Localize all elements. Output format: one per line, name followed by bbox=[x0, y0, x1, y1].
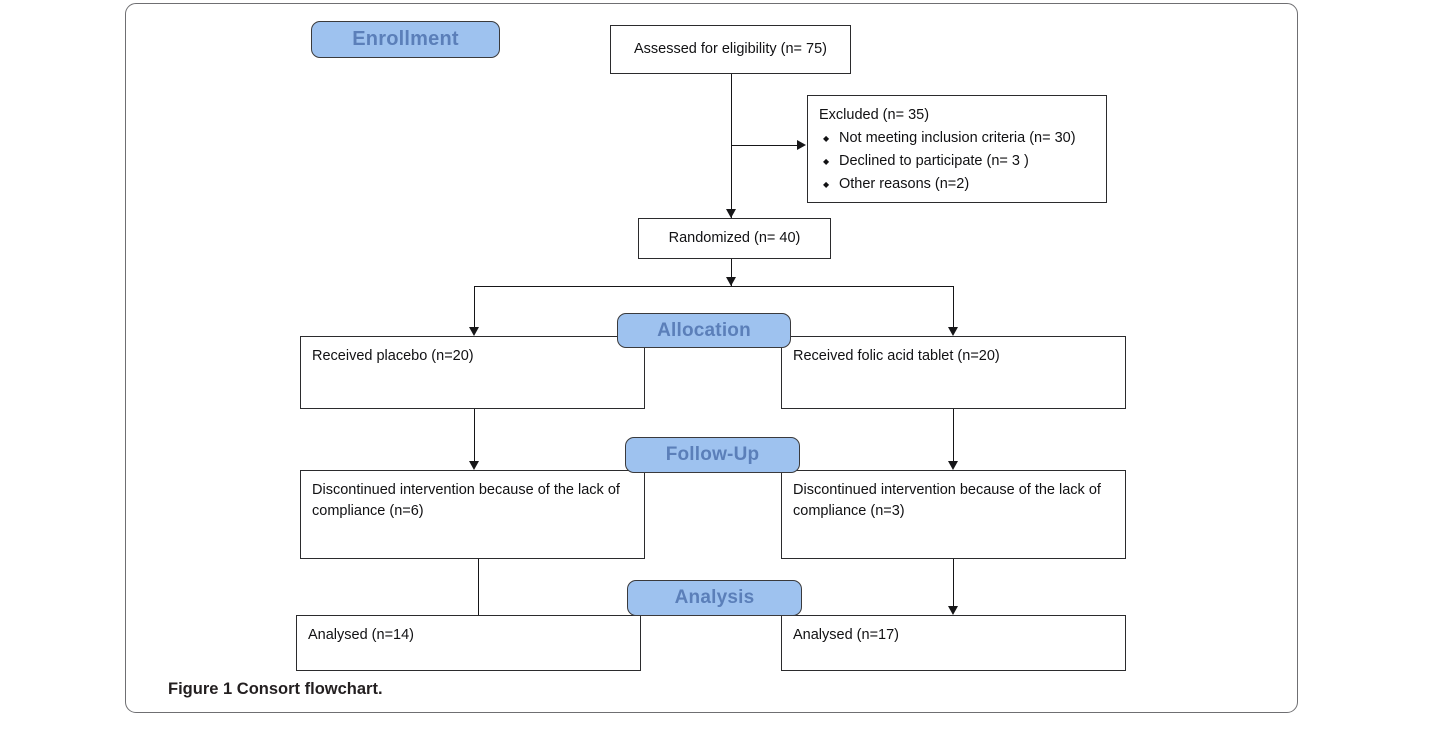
connector-allocation-left-to-followup-left bbox=[474, 409, 475, 461]
arrowhead-into-followup-left bbox=[468, 461, 479, 470]
node-allocation-folic-acid: Received folic acid tablet (n=20) bbox=[781, 336, 1126, 409]
arrowhead-into-allocation-right bbox=[947, 327, 958, 336]
connector-followup-right-to-analysis-right bbox=[953, 559, 954, 606]
node-analysis-placebo: Analysed (n=14) bbox=[296, 615, 641, 671]
stage-label-allocation: Allocation bbox=[617, 313, 791, 348]
node-followup-placebo: Discontinued intervention because of the… bbox=[300, 470, 645, 559]
excluded-reasons-list: Not meeting inclusion criteria (n= 30) D… bbox=[819, 128, 1095, 195]
arrowhead-randomized-split bbox=[725, 277, 736, 286]
connector-randomized-stem bbox=[731, 259, 732, 286]
node-allocation-folic-acid-label: Received folic acid tablet (n=20) bbox=[793, 348, 1000, 364]
node-excluded-title: Excluded (n= 35) bbox=[819, 107, 930, 123]
node-randomized-label: Randomized (n= 40) bbox=[668, 229, 801, 246]
arrowhead-into-excluded bbox=[797, 139, 806, 150]
node-analysis-folic-acid-label: Analysed (n=17) bbox=[793, 627, 899, 643]
connector-trunk-to-excluded bbox=[731, 145, 797, 146]
connector-allocation-right-to-followup-right bbox=[953, 409, 954, 461]
stage-label-enrollment: Enrollment bbox=[311, 21, 500, 58]
node-allocation-placebo: Received placebo (n=20) bbox=[300, 336, 645, 409]
figure-caption-text: Consort flowchart. bbox=[236, 680, 383, 698]
connector-allocation-split-bar bbox=[474, 286, 953, 287]
node-analysis-placebo-label: Analysed (n=14) bbox=[308, 627, 414, 643]
arrowhead-into-followup-right bbox=[947, 461, 958, 470]
node-followup-placebo-label: Discontinued intervention because of the… bbox=[312, 482, 620, 520]
figure-caption-label: Figure 1 bbox=[168, 680, 233, 698]
node-followup-folic-acid: Discontinued intervention because of the… bbox=[781, 470, 1126, 559]
arrowhead-into-allocation-left bbox=[468, 327, 479, 336]
connector-split-to-allocation-left bbox=[474, 286, 475, 327]
node-randomized: Randomized (n= 40) bbox=[638, 218, 831, 259]
node-assessed-label: Assessed for eligibility (n= 75) bbox=[633, 40, 828, 57]
excluded-reason-item: Declined to participate (n= 3 ) bbox=[823, 151, 1095, 172]
arrowhead-into-analysis-right bbox=[947, 606, 958, 615]
node-followup-folic-acid-label: Discontinued intervention because of the… bbox=[793, 482, 1101, 520]
excluded-reason-item: Other reasons (n=2) bbox=[823, 174, 1095, 195]
figure-caption: Figure 1 Consort flowchart. bbox=[168, 680, 383, 699]
stage-label-followup: Follow-Up bbox=[625, 437, 800, 473]
node-allocation-placebo-label: Received placebo (n=20) bbox=[312, 348, 474, 364]
connector-split-to-allocation-right bbox=[953, 286, 954, 327]
stage-label-analysis: Analysis bbox=[627, 580, 802, 616]
arrowhead-into-randomized bbox=[725, 209, 736, 218]
excluded-reason-item: Not meeting inclusion criteria (n= 30) bbox=[823, 128, 1095, 149]
node-assessed-for-eligibility: Assessed for eligibility (n= 75) bbox=[610, 25, 851, 74]
connector-followup-left-to-analysis-left bbox=[478, 559, 479, 615]
connector-assessed-to-randomized bbox=[731, 74, 732, 218]
node-analysis-folic-acid: Analysed (n=17) bbox=[781, 615, 1126, 671]
node-excluded: Excluded (n= 35) Not meeting inclusion c… bbox=[807, 95, 1107, 203]
